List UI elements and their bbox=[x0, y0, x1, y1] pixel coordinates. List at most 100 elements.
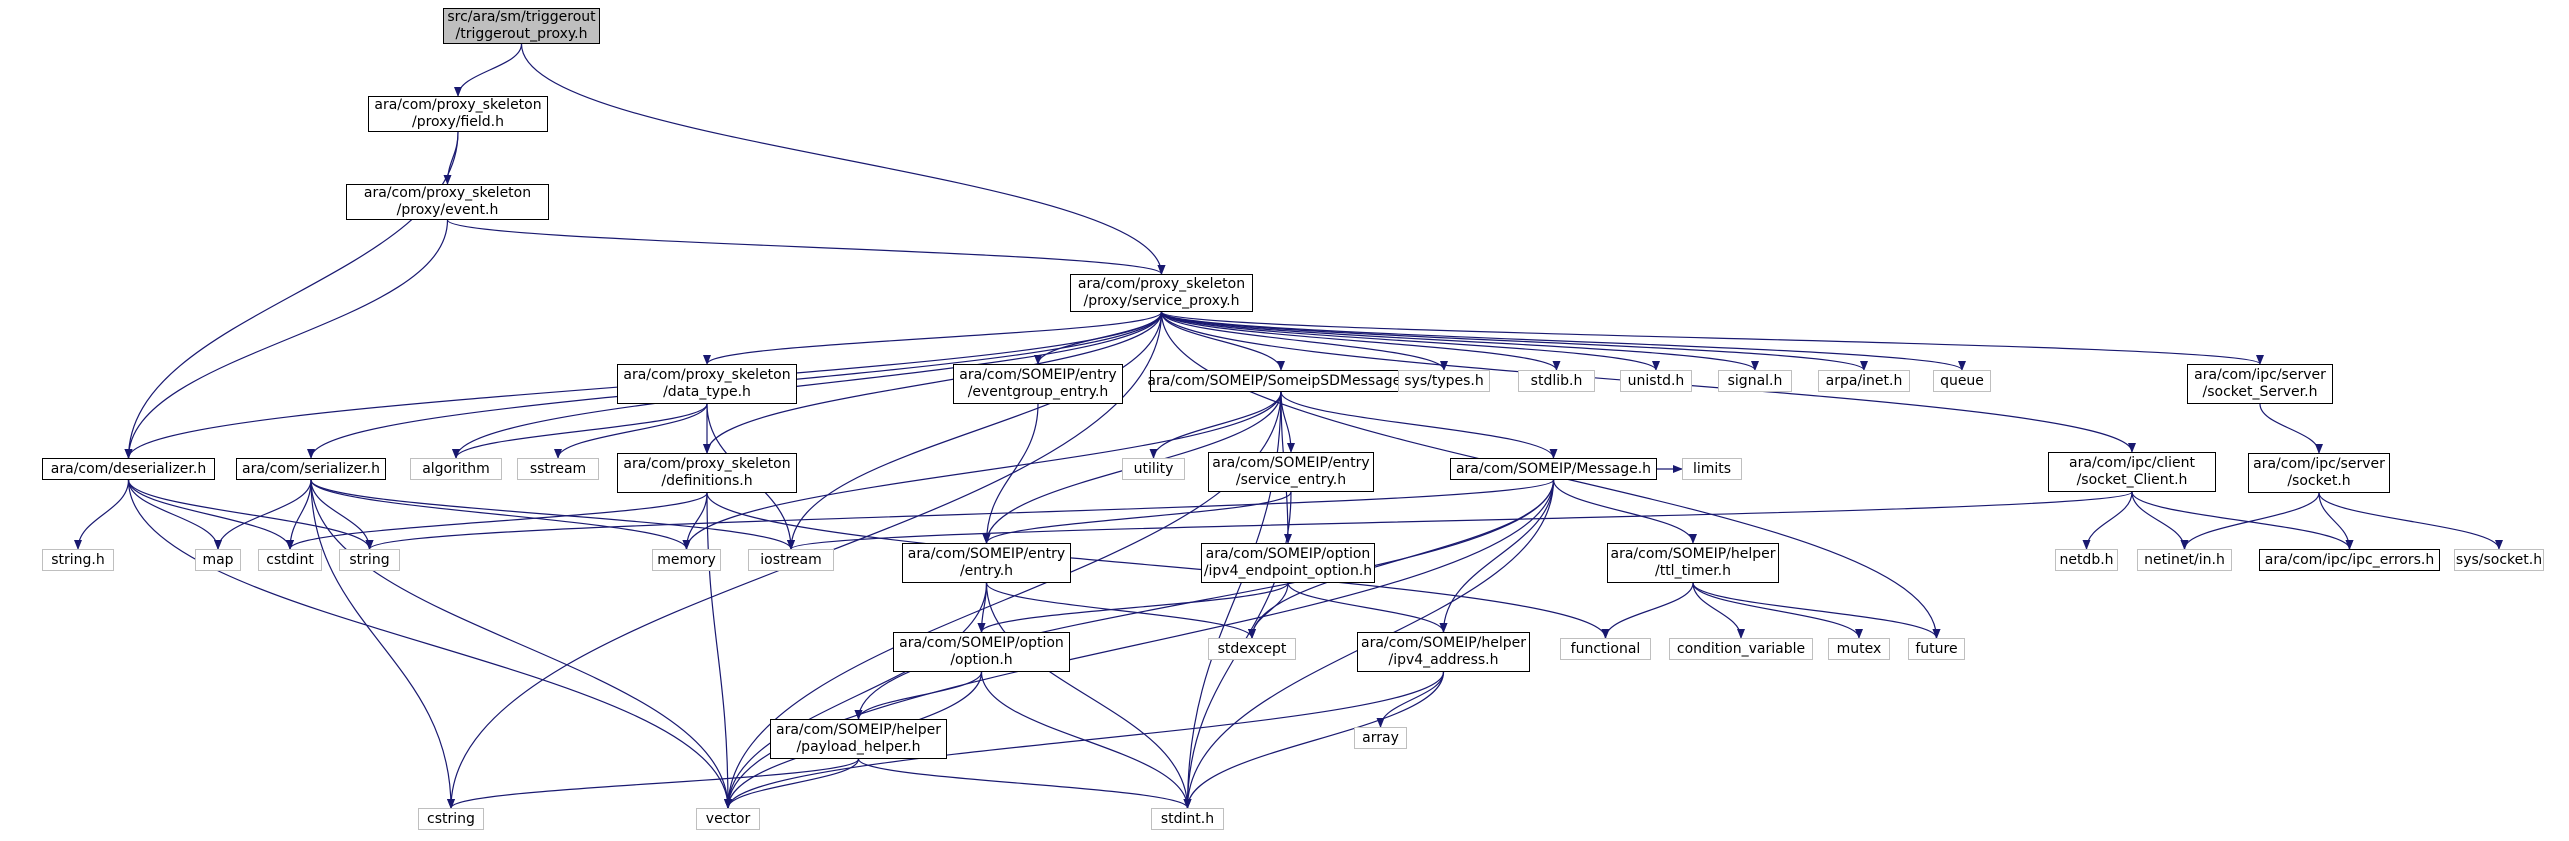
node-label-field-0: ara/com/proxy_skeleton bbox=[374, 97, 542, 113]
edge-sclient-to-ipcerr bbox=[2131, 491, 2354, 550]
node-deser[interactable]: ara/com/deserializer.h bbox=[42, 458, 215, 480]
node-label-field-1: /proxy/field.h bbox=[411, 114, 504, 130]
node-label-string-0: string bbox=[349, 551, 390, 568]
node-ipv4opt[interactable]: ara/com/SOMEIP/option/ipv4_endpoint_opti… bbox=[1201, 543, 1375, 583]
node-label-functional-0: functional bbox=[1570, 640, 1641, 657]
node-future: future bbox=[1908, 638, 1965, 660]
edge-sproxy-to-arpainet bbox=[1160, 311, 1868, 371]
node-label-ttl-1: /ttl_timer.h bbox=[1654, 563, 1731, 579]
node-label-sserver-0: ara/com/ipc/server bbox=[2194, 367, 2326, 383]
node-unistd: unistd.h bbox=[1620, 370, 1692, 392]
node-evgrp[interactable]: ara/com/SOMEIP/entry/eventgroup_entry.h bbox=[953, 364, 1123, 404]
edge-socket-to-ipcerr bbox=[2318, 492, 2354, 550]
node-label-dtype-0: ara/com/proxy_skeleton bbox=[623, 367, 791, 383]
node-label-option-0: ara/com/SOMEIP/option bbox=[899, 635, 1064, 651]
node-sserver[interactable]: ara/com/ipc/server/socket_Server.h bbox=[2187, 364, 2333, 404]
node-entry[interactable]: ara/com/SOMEIP/entry/entry.h bbox=[902, 543, 1071, 583]
edge-defs-to-vector bbox=[706, 492, 732, 809]
node-arpainet: arpa/inet.h bbox=[1818, 370, 1910, 392]
node-label-queue-0: queue bbox=[1940, 372, 1984, 389]
node-functional: functional bbox=[1560, 638, 1651, 660]
node-label-vector-0: vector bbox=[705, 810, 751, 827]
node-label-event-0: ara/com/proxy_skeleton bbox=[363, 185, 532, 201]
edge-socket-to-syssocket bbox=[2318, 492, 2503, 550]
edge-msg-to-ttl bbox=[1552, 479, 1697, 544]
node-label-root-1: /triggerout_proxy.h bbox=[455, 26, 588, 42]
node-label-stdlib-0: stdlib.h bbox=[1530, 372, 1583, 389]
edge-sdmsg-to-utility bbox=[1149, 391, 1282, 459]
edge-ttl-to-condvar bbox=[1692, 582, 1745, 639]
edge-event-to-deser bbox=[124, 219, 449, 459]
node-root[interactable]: src/ara/sm/triggerout/triggerout_proxy.h bbox=[443, 8, 600, 44]
edge-ipv4opt-to-ipv4addr bbox=[1287, 582, 1448, 633]
node-defs[interactable]: ara/com/proxy_skeleton/definitions.h bbox=[617, 453, 797, 493]
node-stringh: string.h bbox=[42, 549, 114, 571]
node-label-netinet-0: netinet/in.h bbox=[2144, 551, 2225, 568]
node-label-sproxy-1: /proxy/service_proxy.h bbox=[1083, 293, 1240, 309]
edge-sproxy-to-queue bbox=[1160, 311, 1966, 371]
edge-sproxy-to-algorithm bbox=[452, 311, 1163, 459]
edge-sproxy-to-sserver bbox=[1160, 311, 2264, 365]
edge-ttl-to-mutex bbox=[1692, 582, 1863, 639]
node-field[interactable]: ara/com/proxy_skeleton/proxy/field.h bbox=[368, 96, 548, 132]
node-label-sstream-0: sstream bbox=[529, 460, 587, 477]
edge-msg-to-stdexcept bbox=[1248, 479, 1555, 639]
node-systypes: sys/types.h bbox=[1398, 370, 1490, 392]
edge-sproxy-to-defs bbox=[703, 311, 1163, 454]
node-sdmsg[interactable]: ara/com/SOMEIP/SomeipSDMessage.h bbox=[1147, 370, 1415, 392]
node-msg[interactable]: ara/com/SOMEIP/Message.h bbox=[1450, 458, 1657, 480]
node-sclient[interactable]: ara/com/ipc/client/socket_Client.h bbox=[2048, 452, 2216, 492]
node-cstdint: cstdint bbox=[258, 549, 322, 571]
edge-root-to-sproxy bbox=[520, 43, 1166, 275]
edge-entry-to-vector bbox=[724, 582, 988, 809]
edge-evgrp-to-entry bbox=[982, 403, 1039, 544]
node-ipv4addr[interactable]: ara/com/SOMEIP/helper/ipv4_address.h bbox=[1357, 632, 1530, 672]
edge-sclient-to-iostream bbox=[787, 491, 2133, 550]
edge-defs-to-cstdint bbox=[286, 492, 708, 550]
edge-ser-to-memory bbox=[310, 479, 691, 550]
node-ttl[interactable]: ara/com/SOMEIP/helper/ttl_timer.h bbox=[1607, 543, 1779, 583]
edge-field-to-event bbox=[443, 131, 459, 185]
node-label-sproxy-0: ara/com/proxy_skeleton bbox=[1077, 276, 1246, 292]
node-option[interactable]: ara/com/SOMEIP/option/option.h bbox=[893, 632, 1070, 672]
edge-ipv4addr-to-stdint bbox=[1183, 671, 1445, 809]
edge-sproxy-to-sdmsg bbox=[1160, 311, 1285, 371]
node-label-dtype-1: /data_type.h bbox=[663, 384, 751, 400]
node-label-sdmsg-0: ara/com/SOMEIP/SomeipSDMessage.h bbox=[1147, 372, 1415, 389]
edge-sclient-to-netdb bbox=[2082, 491, 2133, 550]
node-label-entry-1: /entry.h bbox=[959, 563, 1014, 579]
node-label-stringh-0: string.h bbox=[51, 551, 105, 568]
node-sproxy[interactable]: ara/com/proxy_skeleton/proxy/service_pro… bbox=[1070, 274, 1253, 312]
node-label-defs-0: ara/com/proxy_skeleton bbox=[623, 456, 791, 472]
node-label-ipv4opt-1: /ipv4_endpoint_option.h bbox=[1203, 563, 1373, 579]
node-socket[interactable]: ara/com/ipc/server/socket.h bbox=[2248, 453, 2390, 493]
node-ser[interactable]: ara/com/serializer.h bbox=[236, 458, 386, 480]
node-payload[interactable]: ara/com/SOMEIP/helper/payload_helper.h bbox=[770, 719, 947, 759]
node-label-option-1: /option.h bbox=[950, 652, 1013, 668]
node-label-sserver-1: /socket_Server.h bbox=[2202, 384, 2318, 400]
node-ipcerr[interactable]: ara/com/ipc/ipc_errors.h bbox=[2259, 549, 2440, 571]
node-label-limits-0: limits bbox=[1692, 460, 1732, 477]
node-event[interactable]: ara/com/proxy_skeleton/proxy/event.h bbox=[346, 184, 549, 220]
node-label-ttl-0: ara/com/SOMEIP/helper bbox=[1610, 546, 1776, 562]
edge-entry-to-stdexcept bbox=[985, 582, 1256, 639]
node-label-ser-0: ara/com/serializer.h bbox=[242, 460, 380, 477]
node-netdb: netdb.h bbox=[2055, 549, 2118, 571]
node-dtype[interactable]: ara/com/proxy_skeleton/data_type.h bbox=[617, 364, 797, 404]
node-label-deser-0: ara/com/deserializer.h bbox=[50, 460, 207, 477]
node-label-stdexcept-0: stdexcept bbox=[1217, 640, 1287, 657]
edge-payload-to-vector bbox=[724, 758, 860, 809]
node-sentry[interactable]: ara/com/SOMEIP/entry/service_entry.h bbox=[1208, 452, 1374, 492]
node-label-sclient-0: ara/com/ipc/client bbox=[2069, 455, 2195, 471]
edge-sproxy-to-iostream bbox=[787, 311, 1163, 550]
node-label-socket-0: ara/com/ipc/server bbox=[2253, 456, 2385, 472]
edge-ser-to-cstring bbox=[310, 479, 455, 809]
node-label-future-0: future bbox=[1915, 640, 1958, 657]
node-label-msg-0: ara/com/SOMEIP/Message.h bbox=[1455, 460, 1652, 477]
node-condvar: condition_variable bbox=[1669, 638, 1813, 660]
edge-ttl-to-future bbox=[1692, 582, 1941, 639]
edge-sproxy-to-systypes bbox=[1160, 311, 1448, 371]
node-label-memory-0: memory bbox=[657, 551, 716, 568]
node-cstring: cstring bbox=[418, 808, 484, 830]
